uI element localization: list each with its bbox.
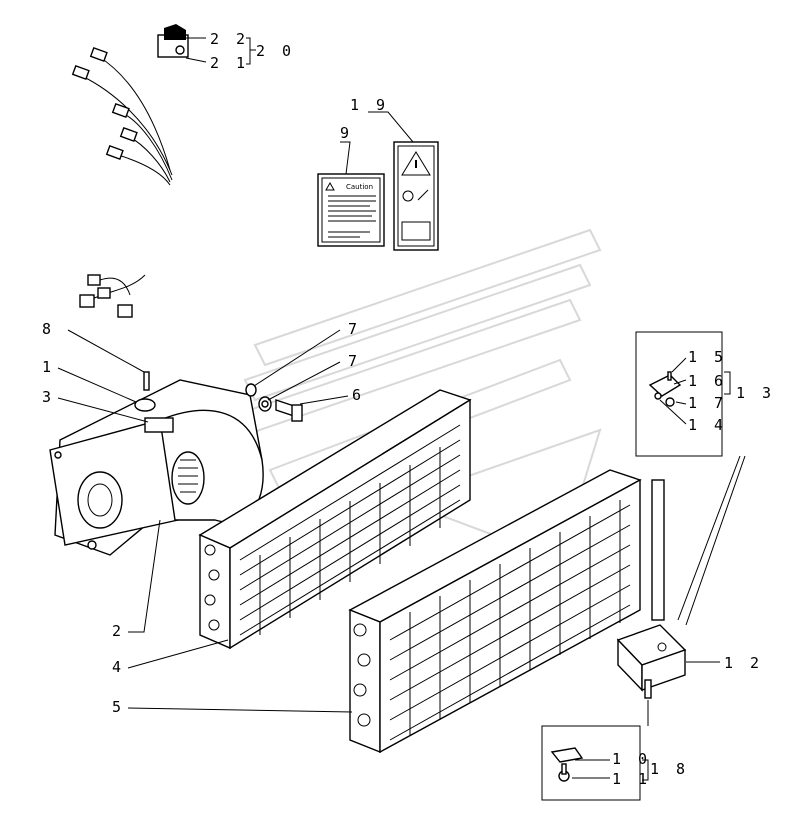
callout-14: 1 4 [688, 416, 727, 434]
callout-21: 2 1 [210, 54, 249, 72]
callout-20: 2 0 [256, 42, 295, 60]
callout-19: 1 9 [350, 96, 389, 114]
callout-22: 2 2 [210, 30, 249, 48]
callout-labels: 2 2 2 1 2 0 1 9 9 8 1 3 7 7 6 1 5 1 6 1 … [42, 30, 775, 788]
clamp-inset [635, 331, 723, 457]
callout-3: 3 [42, 388, 55, 406]
callout-7-lower: 7 [348, 352, 361, 370]
callout-13: 1 3 [736, 384, 775, 402]
callout-10: 1 0 [612, 750, 651, 768]
callout-12: 1 2 [724, 654, 763, 672]
callout-1: 1 [42, 358, 55, 376]
expansion-valve [616, 624, 687, 699]
connector-plug [164, 24, 186, 40]
blower-assembly [49, 371, 264, 556]
callout-7-upper: 7 [348, 320, 361, 338]
fastener-set [245, 383, 303, 422]
callout-4: 4 [112, 658, 125, 676]
callout-11: 1 1 [612, 770, 651, 788]
callout-6: 6 [352, 386, 365, 404]
caution-decal: Caution [317, 173, 385, 247]
callout-2: 2 [112, 622, 125, 640]
callout-9: 9 [340, 124, 353, 142]
blower-resistor [144, 417, 174, 433]
callout-8: 8 [42, 320, 55, 338]
leader-lines [57, 37, 746, 781]
warning-decal [393, 141, 439, 251]
callout-15: 1 5 [688, 348, 727, 366]
callout-17: 1 7 [688, 394, 727, 412]
gasket [134, 398, 156, 412]
heater-core [348, 469, 665, 754]
screw [143, 371, 150, 391]
evaporator-core [198, 389, 472, 650]
callout-5: 5 [112, 698, 125, 716]
bracket-inset [541, 725, 641, 801]
callout-16: 1 6 [688, 372, 727, 390]
callout-18: 1 8 [650, 760, 689, 778]
wiring-harness [71, 24, 193, 318]
decal-title: Caution [346, 183, 373, 191]
